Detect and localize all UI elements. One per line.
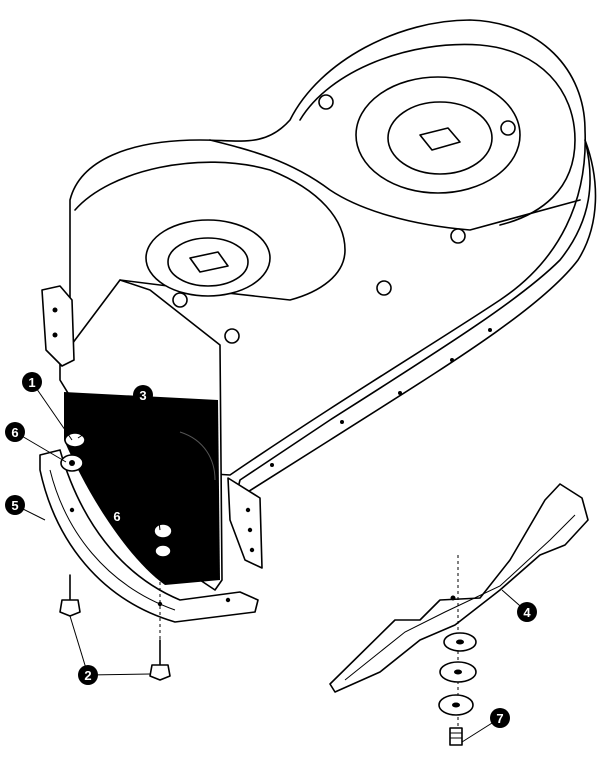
callout-6-lower-label: 6 <box>113 509 120 524</box>
callout-7: 7 <box>490 708 510 728</box>
discharge-opening <box>64 392 220 585</box>
front-mount-bracket <box>227 477 263 569</box>
callout-1: 1 <box>22 372 42 392</box>
bracket-hole <box>52 307 58 313</box>
callout-6-upper: 6 <box>5 422 25 442</box>
callout-2: 2 <box>78 665 98 685</box>
blade-bolt <box>449 727 463 746</box>
blade-washer-stack <box>438 632 477 716</box>
left-spindle-square-hole <box>189 251 229 273</box>
deck-left-bracket <box>41 285 75 367</box>
callout-6-upper-label: 6 <box>11 425 18 440</box>
leader-lines <box>14 381 528 743</box>
hex-bolt-right <box>149 570 171 681</box>
skirt-rivets <box>270 328 492 467</box>
right-blade-bowl <box>299 43 576 226</box>
hex-bolt-left <box>59 574 81 617</box>
mounting-studs <box>172 94 516 344</box>
callout-7-label: 7 <box>496 711 503 726</box>
callout-4: 4 <box>517 602 537 622</box>
left-blade-bowl <box>74 161 346 301</box>
callout-4-label: 4 <box>523 605 531 620</box>
callout-2-label: 2 <box>84 668 91 683</box>
callout-3: 3 <box>133 385 153 405</box>
callout-5-label: 5 <box>11 498 18 513</box>
bracket-hole <box>52 332 58 338</box>
callout-5: 5 <box>5 495 25 515</box>
callout-3-label: 3 <box>139 388 146 403</box>
callout-1-label: 1 <box>28 375 35 390</box>
callout-6-lower: 6 <box>107 506 127 526</box>
right-spindle-square-hole <box>419 127 461 151</box>
deck-ridge <box>209 139 581 231</box>
lower-nut-assembly <box>153 523 173 558</box>
